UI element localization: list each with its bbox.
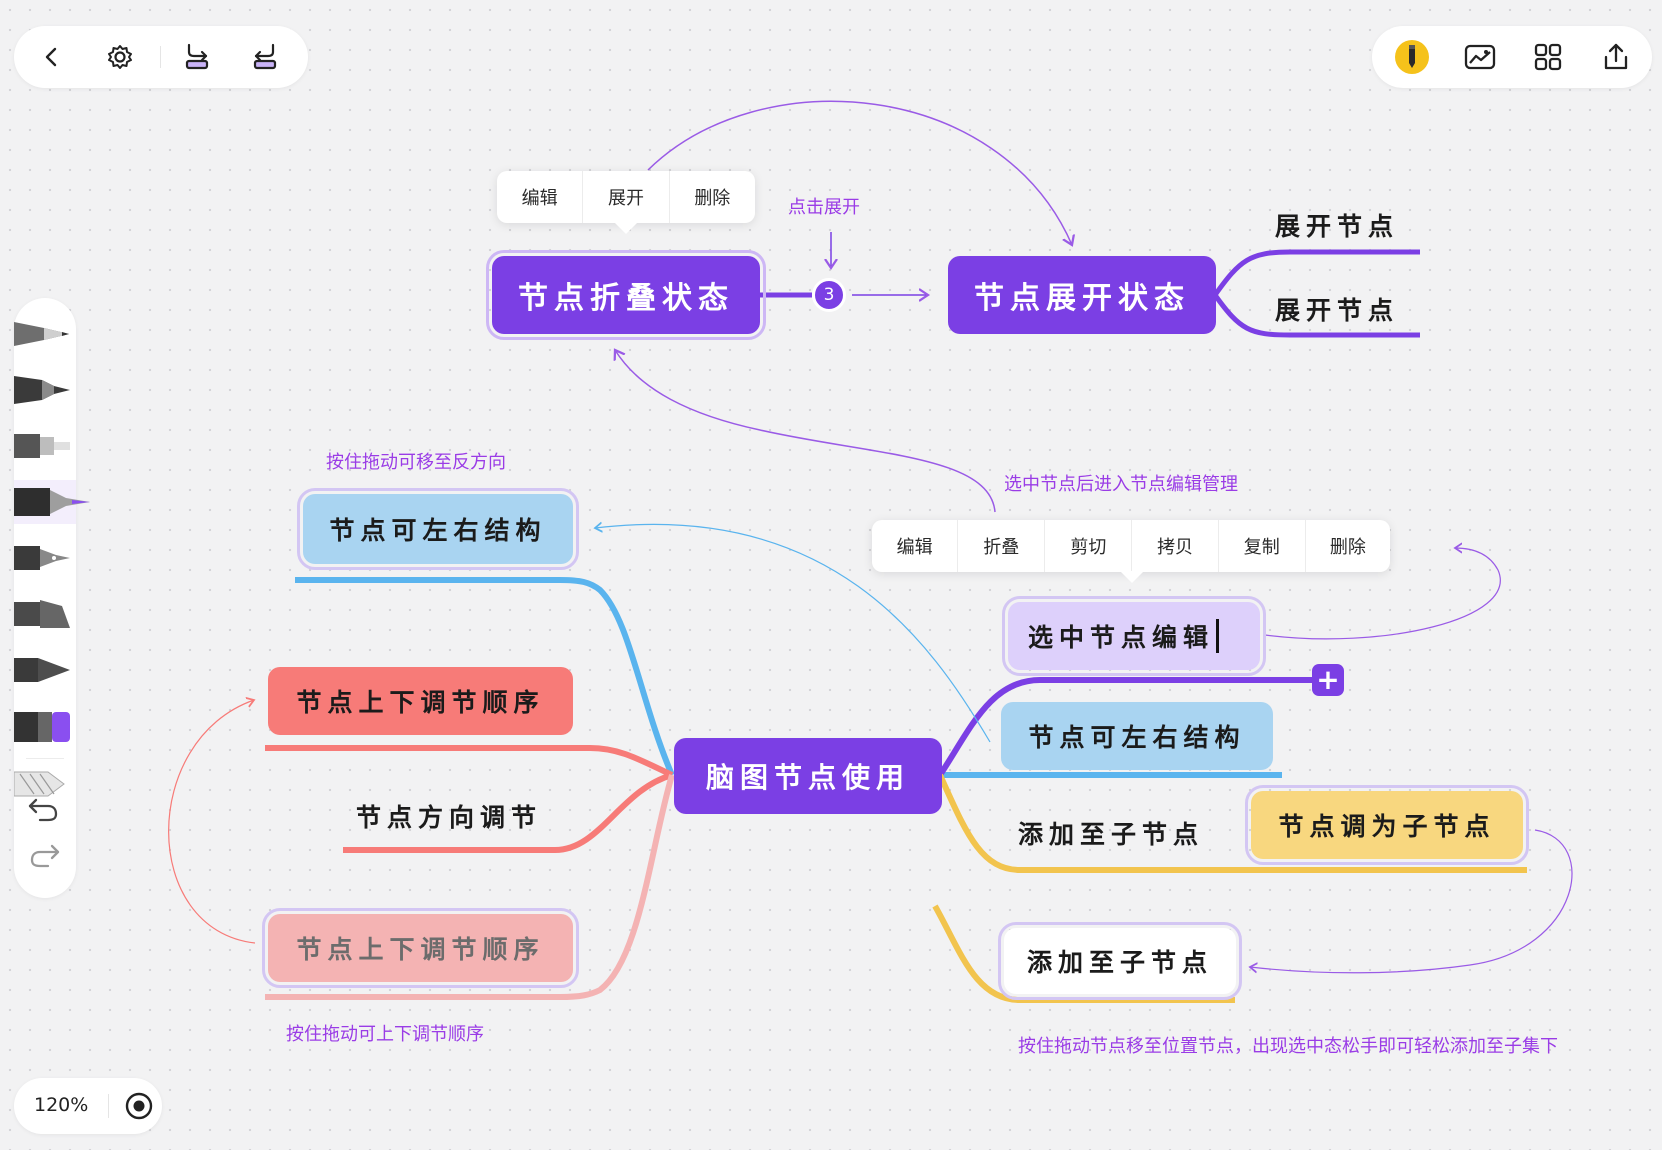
nib-pen-tool[interactable] bbox=[14, 536, 76, 580]
layout-left-icon bbox=[185, 43, 209, 70]
node-editing[interactable]: 选中节点编辑 bbox=[1002, 596, 1266, 676]
menu-item-edit[interactable]: 编辑 bbox=[872, 520, 959, 572]
top-right-toolbar bbox=[1372, 26, 1652, 88]
share-button[interactable] bbox=[1594, 35, 1638, 79]
annotation-drag-order: 按住拖动可上下调节顺序 bbox=[286, 1024, 484, 1045]
node-expanded[interactable]: 节点展开状态 bbox=[948, 256, 1216, 334]
fountain-pen-tool-icon bbox=[14, 488, 90, 516]
context-menu-collapsed: 编辑 展开 删除 bbox=[497, 171, 755, 223]
share-upload-icon bbox=[1604, 43, 1628, 70]
node-expand-child-1[interactable]: 展开节点 bbox=[1275, 212, 1400, 241]
marker-tool[interactable] bbox=[14, 368, 76, 412]
highlighter-tool-icon bbox=[14, 600, 70, 628]
menu-item-cut[interactable]: 剪切 bbox=[1045, 520, 1133, 572]
context-menu-editing: 编辑 折叠 剪切 拷贝 复制 删除 bbox=[872, 520, 1390, 572]
text-cursor bbox=[1216, 619, 1220, 653]
collapsed-count-badge[interactable]: 3 bbox=[812, 278, 846, 312]
annotation-click-expand: 点击展开 bbox=[788, 197, 860, 218]
node-left-right-right[interactable]: 节点可左右结构 bbox=[1001, 702, 1273, 770]
pen-color-button[interactable] bbox=[1390, 35, 1434, 79]
menu-item-copy[interactable]: 拷贝 bbox=[1132, 520, 1219, 572]
gear-icon bbox=[108, 45, 132, 69]
pencil-tool-icon bbox=[14, 322, 69, 346]
fountain-pen-tool[interactable] bbox=[14, 480, 90, 524]
settings-button[interactable] bbox=[98, 35, 142, 79]
node-root[interactable]: 脑图节点使用 bbox=[674, 738, 942, 814]
top-left-toolbar bbox=[14, 26, 308, 88]
chevron-left-icon bbox=[45, 47, 57, 67]
annotation-drag-child: 按住拖动节点移至位置节点，出现选中态松手即可轻松添加至子集下 bbox=[1018, 1036, 1558, 1057]
brush-tool-icon bbox=[14, 434, 70, 458]
zoom-level[interactable]: 120% bbox=[34, 1094, 89, 1116]
node-adjust-child[interactable]: 节点调为子节点 bbox=[1245, 785, 1529, 865]
back-button[interactable] bbox=[30, 35, 74, 79]
menu-item-duplicate[interactable]: 复制 bbox=[1219, 520, 1306, 572]
menu-item-delete[interactable]: 删除 bbox=[694, 188, 731, 209]
layout-right-button[interactable] bbox=[243, 35, 287, 79]
eraser-tool[interactable] bbox=[13, 768, 76, 802]
node-expand-child-2[interactable]: 展开节点 bbox=[1275, 296, 1400, 325]
brush-tool[interactable] bbox=[14, 424, 76, 468]
tool-sidebar bbox=[13, 298, 90, 898]
redo-icon bbox=[30, 844, 60, 868]
node-up-down[interactable]: 节点上下调节顺序 bbox=[268, 667, 573, 735]
nib-pen-tool-icon bbox=[14, 546, 70, 570]
sidebar-divider bbox=[26, 758, 64, 759]
layout-right-icon bbox=[253, 43, 277, 70]
node-direction[interactable]: 节点方向调节 bbox=[356, 803, 543, 832]
target-icon[interactable] bbox=[124, 1091, 154, 1121]
node-collapsed[interactable]: 节点折叠状态 bbox=[486, 250, 766, 340]
toolbar-divider bbox=[160, 46, 161, 68]
image-icon bbox=[1464, 44, 1496, 70]
zoom-control: 120% bbox=[14, 1078, 162, 1134]
menu-pointer bbox=[1120, 571, 1144, 583]
node-add-child[interactable]: 添加至子节点 bbox=[1018, 820, 1205, 849]
pencil-tool[interactable] bbox=[14, 312, 76, 356]
add-child-button[interactable]: + bbox=[1312, 664, 1344, 696]
annotation-drag-opposite: 按住拖动可移至反方向 bbox=[326, 452, 506, 473]
zoom-divider bbox=[108, 1094, 109, 1118]
chisel-pen-tool[interactable] bbox=[14, 648, 76, 692]
color-swatch-icon bbox=[14, 712, 70, 742]
redo-button[interactable] bbox=[14, 838, 76, 878]
undo-icon bbox=[28, 798, 58, 822]
menu-pointer bbox=[614, 222, 638, 234]
highlighter-tool[interactable] bbox=[14, 592, 76, 636]
node-up-down-ghost[interactable]: 节点上下调节顺序 bbox=[262, 908, 579, 988]
grid-icon bbox=[1534, 43, 1562, 71]
menu-item-expand[interactable]: 展开 bbox=[583, 171, 670, 223]
layout-left-button[interactable] bbox=[175, 35, 219, 79]
node-editing-label: 选中节点编辑 bbox=[1028, 623, 1215, 652]
annotation-select-edit: 选中节点后进入节点编辑管理 bbox=[1004, 474, 1238, 495]
pen-badge-icon bbox=[1395, 40, 1429, 74]
image-button[interactable] bbox=[1458, 35, 1502, 79]
grid-button[interactable] bbox=[1526, 35, 1570, 79]
node-add-child-ghost[interactable]: 添加至子节点 bbox=[998, 922, 1242, 1000]
node-left-right-left[interactable]: 节点可左右结构 bbox=[297, 488, 579, 570]
menu-item-edit[interactable]: 编辑 bbox=[497, 171, 584, 223]
color-swatch[interactable] bbox=[14, 704, 76, 748]
menu-item-collapse[interactable]: 折叠 bbox=[958, 520, 1046, 572]
eraser-tool-icon bbox=[13, 771, 65, 797]
chisel-pen-tool-icon bbox=[14, 658, 70, 682]
menu-item-delete[interactable]: 删除 bbox=[1329, 537, 1366, 558]
marker-tool-icon bbox=[14, 376, 70, 404]
undo-button[interactable] bbox=[14, 786, 76, 826]
